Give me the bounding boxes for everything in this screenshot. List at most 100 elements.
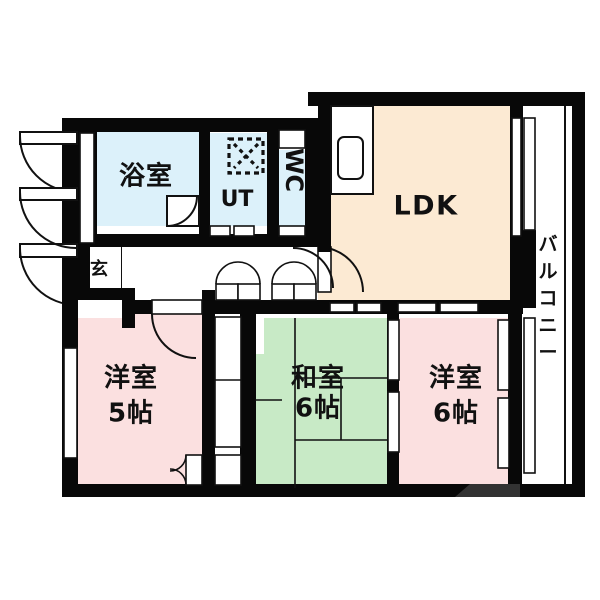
center-closet [214, 316, 242, 486]
bathroom-label: 浴室 [119, 161, 173, 192]
bathroom-door-swing-arc [166, 195, 198, 227]
bottom-shadow [455, 484, 520, 497]
exterior-doors-top-left[interactable] [19, 131, 95, 249]
japanese-name-label: 和室 [291, 363, 345, 394]
ldk-door-leaf[interactable] [318, 247, 331, 292]
ut-threshold-a [210, 226, 230, 236]
washing-machine-cross [232, 142, 260, 170]
balcony-char-5: ー [538, 342, 559, 364]
wall-bottom [62, 484, 520, 497]
western-left-closet-sill-outline [151, 299, 203, 315]
wc-door-swing-arc [292, 247, 334, 289]
western-left-bottom-arc-a [169, 454, 187, 472]
wall-balcony-bottom [508, 484, 585, 497]
ldk-sill-c-outline [397, 302, 437, 313]
ldk-sill-a [330, 303, 354, 312]
ut-threshold-a-outline [209, 225, 231, 237]
wall-left-upper [62, 118, 77, 248]
wall-top-right [308, 92, 585, 106]
folding-door-right-leaf-a[interactable] [272, 284, 294, 300]
western-right-window-upper [498, 320, 509, 390]
front-door-leaf[interactable] [20, 244, 77, 257]
western-left-window [63, 347, 78, 459]
japanese-room-closets [256, 318, 400, 453]
utility-label: UT [221, 187, 254, 212]
ldk-sill-b [357, 303, 381, 312]
wall-ut-wc [267, 128, 279, 238]
western-left-bottom-door-leaf[interactable] [186, 455, 202, 485]
folding-doors-right[interactable] [271, 261, 317, 301]
kitchen-counter-outline [330, 105, 374, 195]
western-right-size-label: 6帖 [433, 399, 479, 429]
balcony-window-lower [524, 318, 535, 473]
center-closet-fill [215, 317, 241, 447]
japanese-closet-right-upper [388, 320, 399, 380]
western-right-name-label: 洋室 [429, 363, 483, 394]
bathroom-door-panel-outline [166, 195, 200, 227]
exterior-door-lower-leaf[interactable] [20, 188, 77, 200]
japanese-size-label: 6帖 [295, 394, 341, 424]
wall-corridor-bottom-mid [215, 300, 318, 314]
left-wall-window [80, 133, 94, 243]
ldk-sill-a-outline [329, 302, 355, 313]
folding-doors-left[interactable] [215, 261, 261, 301]
front-door-jamb [62, 296, 77, 306]
ldk-sill-b-outline [356, 302, 382, 313]
ldk-sill-d-outline [439, 302, 479, 313]
western-right-window-lower [498, 398, 509, 468]
exterior-door-lower-arc [19, 191, 77, 249]
folding-door-left-arc-a [215, 261, 239, 285]
western-left-closet-sill [152, 300, 202, 314]
folding-door-left-leaf-b-outline [237, 283, 261, 301]
folding-door-right-arc-b [293, 261, 317, 285]
folding-door-left-arc-b [237, 261, 261, 285]
wall-wet-bottom [77, 234, 318, 247]
toilet-label-w: WC [280, 148, 308, 192]
western-left-size-label: 5帖 [108, 399, 154, 429]
room-fills [78, 105, 523, 488]
ldk-bottom-openings [329, 302, 479, 313]
wall-ldk-left [318, 92, 331, 252]
washing-machine-outline [227, 137, 265, 175]
lower-room-walls [202, 314, 522, 496]
western-left-window-outline [63, 347, 78, 459]
wall-western-right-right [508, 314, 522, 496]
wet-floor-thresholds [209, 225, 306, 237]
japanese-closet-left [256, 318, 264, 354]
balcony-char-4: ニ [538, 315, 559, 337]
kitchen-sink [337, 136, 364, 180]
ldk-window-outline [511, 117, 522, 237]
center-closet-lower [215, 455, 241, 485]
western-left-closet [151, 299, 203, 359]
wall-corridor-left [122, 288, 135, 328]
balcony-window-upper [524, 118, 535, 230]
folding-door-right-leaf-b-outline [293, 283, 317, 301]
folding-door-left-leaf-a[interactable] [216, 284, 238, 300]
balcony-char-3: コ [538, 288, 559, 310]
wc-threshold-outline [278, 225, 306, 237]
entrance-label: 玄 [90, 258, 108, 280]
exterior-door-upper-leaf[interactable] [20, 132, 77, 144]
western-left-door-arc [151, 313, 197, 359]
wall-balcony-mid [523, 230, 536, 308]
western-right-details [497, 319, 510, 469]
western-right-window-upper-outline [497, 319, 510, 391]
balcony-label: バ ル コ ニ ー [538, 234, 559, 364]
japanese-closet-right-lower-outline [387, 391, 400, 453]
wall-bath-ut [199, 128, 210, 238]
wall-wc-right [305, 118, 318, 238]
balcony-window-lower-outline [523, 317, 536, 474]
western-left-bottom-arc-b [169, 468, 187, 486]
bathroom-door [166, 195, 200, 227]
ldk-sill-d [440, 303, 478, 312]
toilet-tank-outline [278, 129, 306, 149]
wall-western-left-right [202, 314, 215, 496]
ldk-sill-c [398, 303, 436, 312]
wall-genkan-left [77, 247, 90, 300]
folding-door-right-leaf-b[interactable] [294, 284, 316, 300]
folding-door-left-leaf-b[interactable] [238, 284, 260, 300]
japanese-closet-right-lower [388, 392, 399, 452]
western-right-window-lower-outline [497, 397, 510, 469]
wall-right-outer [572, 92, 585, 497]
western-left-bottom-door[interactable] [169, 454, 203, 486]
